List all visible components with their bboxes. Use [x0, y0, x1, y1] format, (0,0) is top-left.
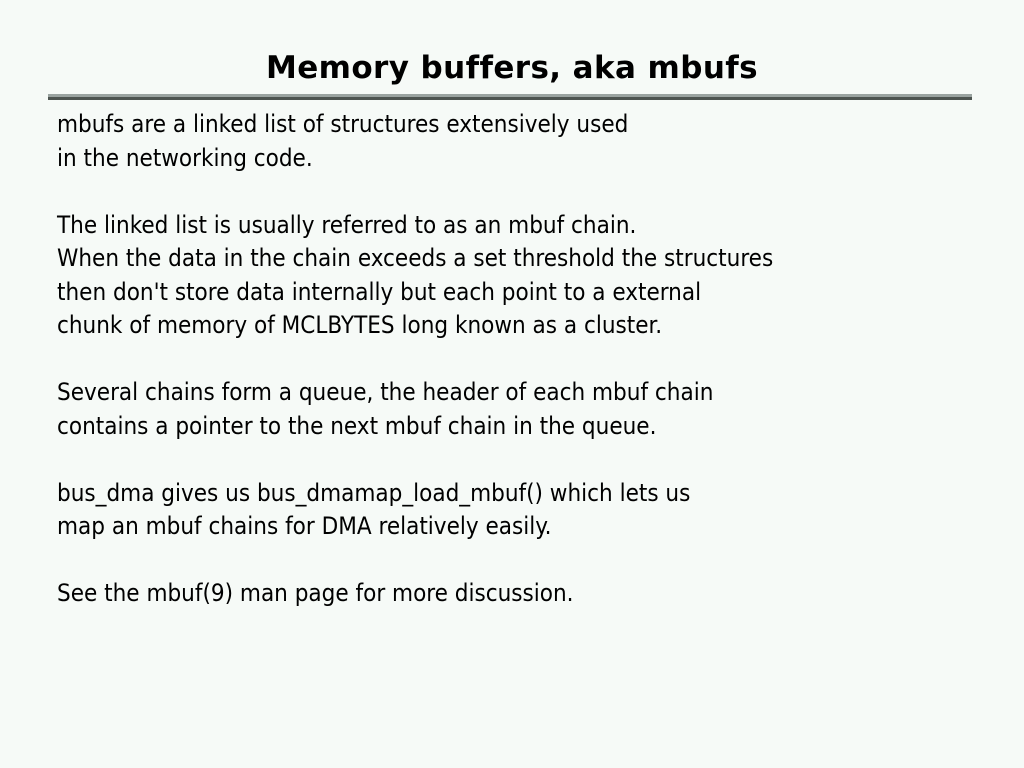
divider-highlight-line	[48, 94, 972, 97]
page-title: Memory buffers, aka mbufs	[265, 50, 759, 86]
text-line: Several chains form a queue, the header …	[57, 378, 714, 406]
text-line: contains a pointer to the next mbuf chai…	[57, 411, 657, 440]
text-line: chunk of memory of MCLBYTES long known a…	[57, 311, 663, 339]
text-line: The linked list is usually referred to a…	[57, 210, 637, 239]
text-line: map an mbuf chains for DMA relatively ea…	[57, 512, 552, 540]
paragraph-busdma: bus_dma gives us bus_dmamap_load_mbuf() …	[57, 477, 997, 544]
divider-shadow-line	[48, 97, 972, 100]
text-line: in the networking code.	[57, 143, 313, 172]
title-divider	[48, 94, 972, 100]
paragraph-intro: mbufs are a linked list of structures ex…	[57, 108, 997, 175]
text-line: See the mbuf(9) man page for more discus…	[57, 579, 574, 607]
slide-body: mbufs are a linked list of structures ex…	[57, 108, 997, 611]
paragraph-manpage: See the mbuf(9) man page for more discus…	[57, 577, 997, 611]
paragraph-chain: The linked list is usually referred to a…	[57, 209, 997, 343]
paragraph-queue: Several chains form a queue, the header …	[57, 376, 997, 443]
text-line: bus_dma gives us bus_dmamap_load_mbuf() …	[57, 478, 691, 507]
text-line: mbufs are a linked list of structures ex…	[57, 110, 629, 138]
text-line: then don't store data internally but eac…	[57, 277, 702, 306]
text-line: When the data in the chain exceeds a set…	[57, 244, 774, 272]
